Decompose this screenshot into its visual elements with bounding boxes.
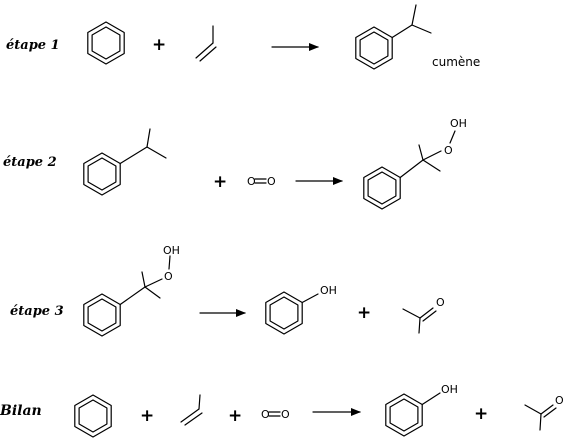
propene (180, 394, 203, 426)
dioxygen: O O (261, 408, 290, 421)
plus-sign: + (228, 406, 242, 426)
plus-sign: + (213, 172, 227, 192)
oxygen-atom: O (436, 296, 445, 309)
oxygen-atom: O (164, 270, 173, 283)
dioxygen: O O (247, 175, 276, 188)
plus-sign: + (357, 303, 371, 323)
bilan-label: Bilan (0, 403, 42, 419)
oxygen-atom: O (281, 408, 290, 421)
phenol: OH (265, 284, 337, 335)
oxygen-atom: O (444, 144, 453, 157)
cumene (355, 4, 432, 70)
step-1-label: étape 1 (6, 38, 60, 53)
propene (195, 25, 217, 62)
acetone: O (524, 394, 564, 431)
oxygen-atom: O (261, 408, 270, 421)
acetone: O (402, 296, 445, 334)
plus-sign: + (140, 406, 154, 426)
hydroperoxy-group: OH (450, 117, 467, 130)
step-3-label: étape 3 (10, 304, 64, 319)
step-1-row: étape 1 + cumène (6, 4, 480, 70)
plus-sign: + (152, 35, 166, 55)
cumene-hydroperoxide: O OH (83, 244, 180, 337)
phenol: OH (385, 383, 458, 437)
cumene-hydroperoxide: O OH (363, 117, 467, 210)
hydroxyl-group: OH (441, 383, 458, 396)
cumene (83, 128, 167, 196)
benzene (87, 21, 125, 65)
step-2-row: étape 2 + O O O OH (3, 117, 467, 210)
oxygen-atom: O (555, 394, 564, 407)
step-3-row: étape 3 O OH OH + O (10, 244, 445, 337)
oxygen-atom: O (267, 175, 276, 188)
step-2-label: étape 2 (3, 155, 57, 170)
hydroxyl-group: OH (320, 284, 337, 297)
oxygen-atom: O (247, 175, 256, 188)
benzene (74, 394, 112, 438)
cumene-name: cumène (432, 55, 480, 69)
hydroperoxy-group: OH (163, 244, 180, 257)
plus-sign: + (474, 404, 488, 424)
bilan-row: Bilan + + O O OH + (0, 383, 564, 438)
